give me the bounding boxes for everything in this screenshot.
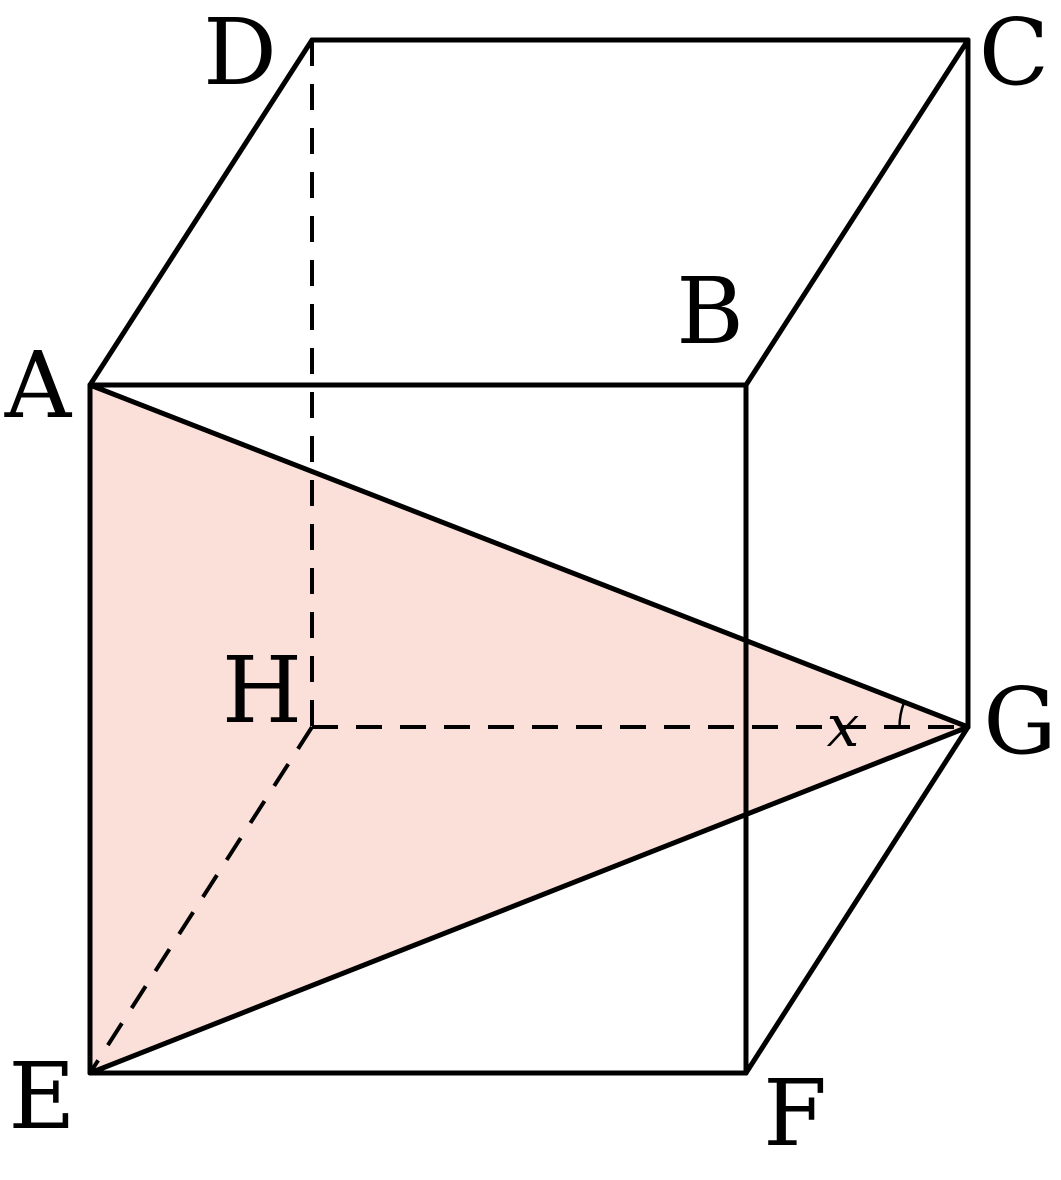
- edge-ad: [87, 37, 315, 388]
- hidden-edge-he: [88, 725, 314, 1075]
- vertex-label-d: D: [203, 0, 277, 106]
- vertex-label-f: F: [763, 1060, 827, 1167]
- vertex-label-a: A: [4, 332, 73, 439]
- shaded-triangle-aeg: [90, 385, 968, 1073]
- edge-bc: [743, 37, 971, 388]
- vertex-label-g: G: [983, 668, 1057, 775]
- angle-arc-x: [898, 701, 906, 728]
- segment-ag: [87, 382, 971, 730]
- vertex-label-c: C: [979, 0, 1049, 106]
- angle-label-x: x: [827, 692, 860, 760]
- edge-fg: [743, 724, 971, 1076]
- vertex-label-b: B: [676, 258, 744, 365]
- vertex-label-e: E: [8, 1043, 75, 1150]
- vertex-label-h: H: [222, 637, 302, 744]
- segment-eg: [87, 724, 971, 1076]
